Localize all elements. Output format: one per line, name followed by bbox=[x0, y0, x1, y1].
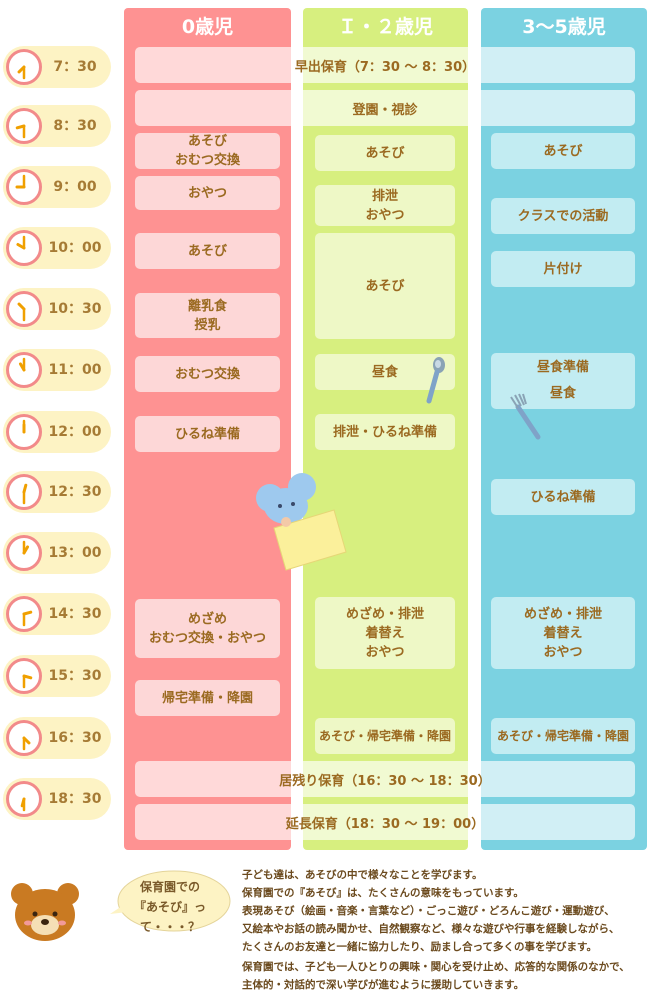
preschool-activity: めざめ・排泄 着替え おやつ bbox=[491, 597, 635, 669]
clock-icon bbox=[6, 781, 42, 817]
spoon-icon bbox=[426, 357, 445, 404]
time-slot: 10：00 bbox=[3, 227, 111, 269]
clock-icon bbox=[6, 658, 42, 694]
time-slot: 9：00 bbox=[3, 166, 111, 208]
clock-icon bbox=[6, 49, 42, 85]
toddler-activity: あそび・帰宅準備・降園 bbox=[315, 718, 455, 754]
clock-icon bbox=[6, 169, 42, 205]
time-slot: 12：30 bbox=[3, 471, 111, 513]
preschool-activity: あそび・帰宅準備・降園 bbox=[491, 718, 635, 754]
infant-activity: 帰宅準備・降園 bbox=[135, 680, 280, 716]
infant-activity: めざめ おむつ交換・おやつ bbox=[135, 599, 280, 658]
infant-activity: あそび bbox=[135, 233, 280, 269]
time-label: 14：30 bbox=[48, 606, 102, 622]
clock-icon bbox=[6, 108, 42, 144]
clock-icon bbox=[6, 291, 42, 327]
bear-mascot-icon bbox=[11, 883, 79, 941]
toddler-activity: めざめ・排泄 着替え おやつ bbox=[315, 597, 455, 669]
time-label: 12：00 bbox=[48, 424, 102, 440]
time-slot: 16：30 bbox=[3, 717, 111, 759]
fork-icon bbox=[510, 393, 541, 440]
time-label: 12：30 bbox=[48, 484, 102, 500]
preschool-activity: クラスでの活動 bbox=[491, 198, 635, 234]
clock-icon bbox=[6, 596, 42, 632]
time-label: 18：30 bbox=[48, 791, 102, 807]
toddler-activity: 排泄・ひるね準備 bbox=[315, 414, 455, 450]
infant-activity: 離乳食 授乳 bbox=[135, 293, 280, 338]
toddler-column-header: Ｉ・２歳児 bbox=[337, 16, 433, 38]
time-slot: 10：30 bbox=[3, 288, 111, 330]
toddler-activity: あそび bbox=[315, 233, 455, 339]
arrival-band: 登園・視診 bbox=[135, 90, 635, 126]
time-slot: 14：30 bbox=[3, 593, 111, 635]
mouse-mascot-icon bbox=[256, 473, 347, 571]
preschool-activity: ひるね準備 bbox=[491, 479, 635, 515]
time-slot: 7：30 bbox=[3, 46, 111, 88]
time-label: 15：30 bbox=[48, 668, 102, 684]
time-slot: 13：00 bbox=[3, 532, 111, 574]
infant-activity: おやつ bbox=[135, 176, 280, 210]
clock-icon bbox=[6, 414, 42, 450]
infant-column-header: 0歳児 bbox=[181, 16, 234, 38]
infant-activity: あそび おむつ交換 bbox=[135, 133, 280, 169]
clock-icon bbox=[6, 230, 42, 266]
late-care-band: 延長保育（18：30 〜 19：00） bbox=[135, 804, 635, 840]
time-slot: 8：30 bbox=[3, 105, 111, 147]
support-paragraph: 保育園では、子ども一人ひとりの興味・関心を受け止め、応答的な関係のなかで、 主体… bbox=[242, 961, 630, 991]
time-label: 8：30 bbox=[53, 118, 97, 134]
time-slot: 18：30 bbox=[3, 778, 111, 820]
preschool-activity: 片付け bbox=[491, 251, 635, 287]
preschool-activity: あそび bbox=[491, 133, 635, 169]
early-care-band: 早出保育（7：30 〜 8：30） bbox=[135, 47, 635, 83]
clock-icon bbox=[6, 535, 42, 571]
time-label: 7：30 bbox=[53, 59, 97, 75]
toddler-activity: 排泄 おやつ bbox=[315, 185, 455, 226]
toddler-activity: あそび bbox=[315, 135, 455, 171]
infant-activity: おむつ交換 bbox=[135, 356, 280, 392]
clock-icon bbox=[6, 352, 42, 388]
time-label: 10：00 bbox=[48, 240, 102, 256]
time-label: 10：30 bbox=[48, 301, 102, 317]
time-label: 16：30 bbox=[48, 730, 102, 746]
speech-bubble bbox=[110, 870, 231, 932]
time-slot: 15：30 bbox=[3, 655, 111, 697]
clock-icon bbox=[6, 474, 42, 510]
time-label: 9：00 bbox=[53, 179, 97, 195]
time-label: 11：00 bbox=[48, 362, 102, 378]
time-slot: 12：00 bbox=[3, 411, 111, 453]
preschool-activity: 昼食準備 昼食 bbox=[491, 353, 635, 409]
infant-activity: ひるね準備 bbox=[135, 416, 280, 452]
toddler-activity: 昼食 bbox=[315, 354, 455, 390]
description-paragraph: 子ども達は、あそびの中で様々なことを学びます。 保育園での『あそび』は、たくさん… bbox=[242, 869, 620, 953]
clock-icon bbox=[6, 720, 42, 756]
preschool-column-header: 3〜5歳児 bbox=[522, 16, 606, 38]
time-slot: 11：00 bbox=[3, 349, 111, 391]
extended-care-band: 居残り保育（16：30 〜 18：30） bbox=[135, 761, 635, 797]
time-label: 13：00 bbox=[48, 545, 102, 561]
bubble-text: 保育園での 『あそび』って・・・？ bbox=[133, 880, 206, 934]
